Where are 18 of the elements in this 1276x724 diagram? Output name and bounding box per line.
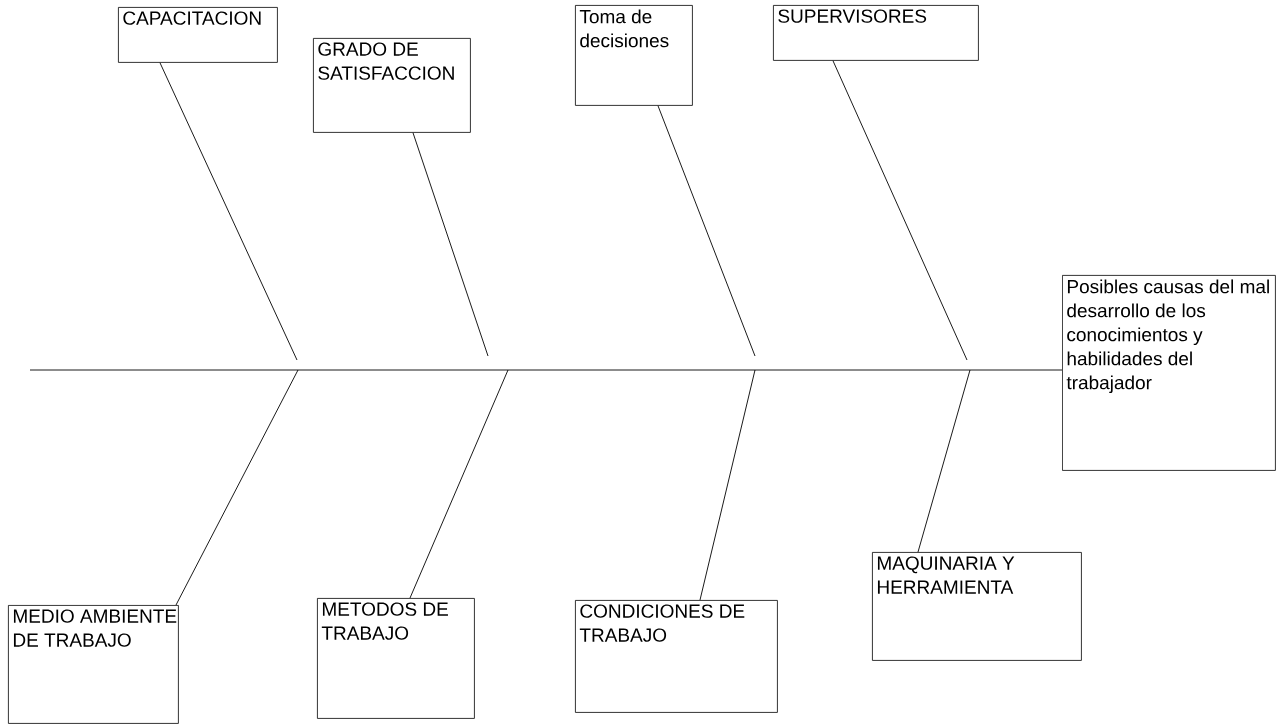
bone-line xyxy=(175,369,299,606)
cause-box: MEDIO AMBIENTE DE TRABAJO xyxy=(8,605,179,724)
spine-line xyxy=(29,369,1063,371)
bone-line xyxy=(409,369,509,599)
bone-line xyxy=(657,105,756,357)
bone-line xyxy=(917,369,971,553)
cause-box: MAQUINARIA Y HERRAMIENTA xyxy=(872,552,1082,661)
cause-box: CAPACITACION xyxy=(118,7,278,63)
bone-line xyxy=(832,60,968,361)
cause-box: Toma de decisiones xyxy=(575,5,693,106)
bone-line xyxy=(159,62,298,361)
cause-box: GRADO DE SATISFACCION xyxy=(313,38,471,133)
cause-box: CONDICIONES DE TRABAJO xyxy=(575,600,778,713)
effect-box: Posibles causas del mal desarrollo de los conocimientos y habilidades del trabajador xyxy=(1062,275,1276,471)
bone-line xyxy=(699,369,756,601)
bone-line xyxy=(412,132,489,357)
cause-box: METODOS DE TRABAJO xyxy=(317,598,475,719)
cause-box: SUPERVISORES xyxy=(773,5,979,61)
